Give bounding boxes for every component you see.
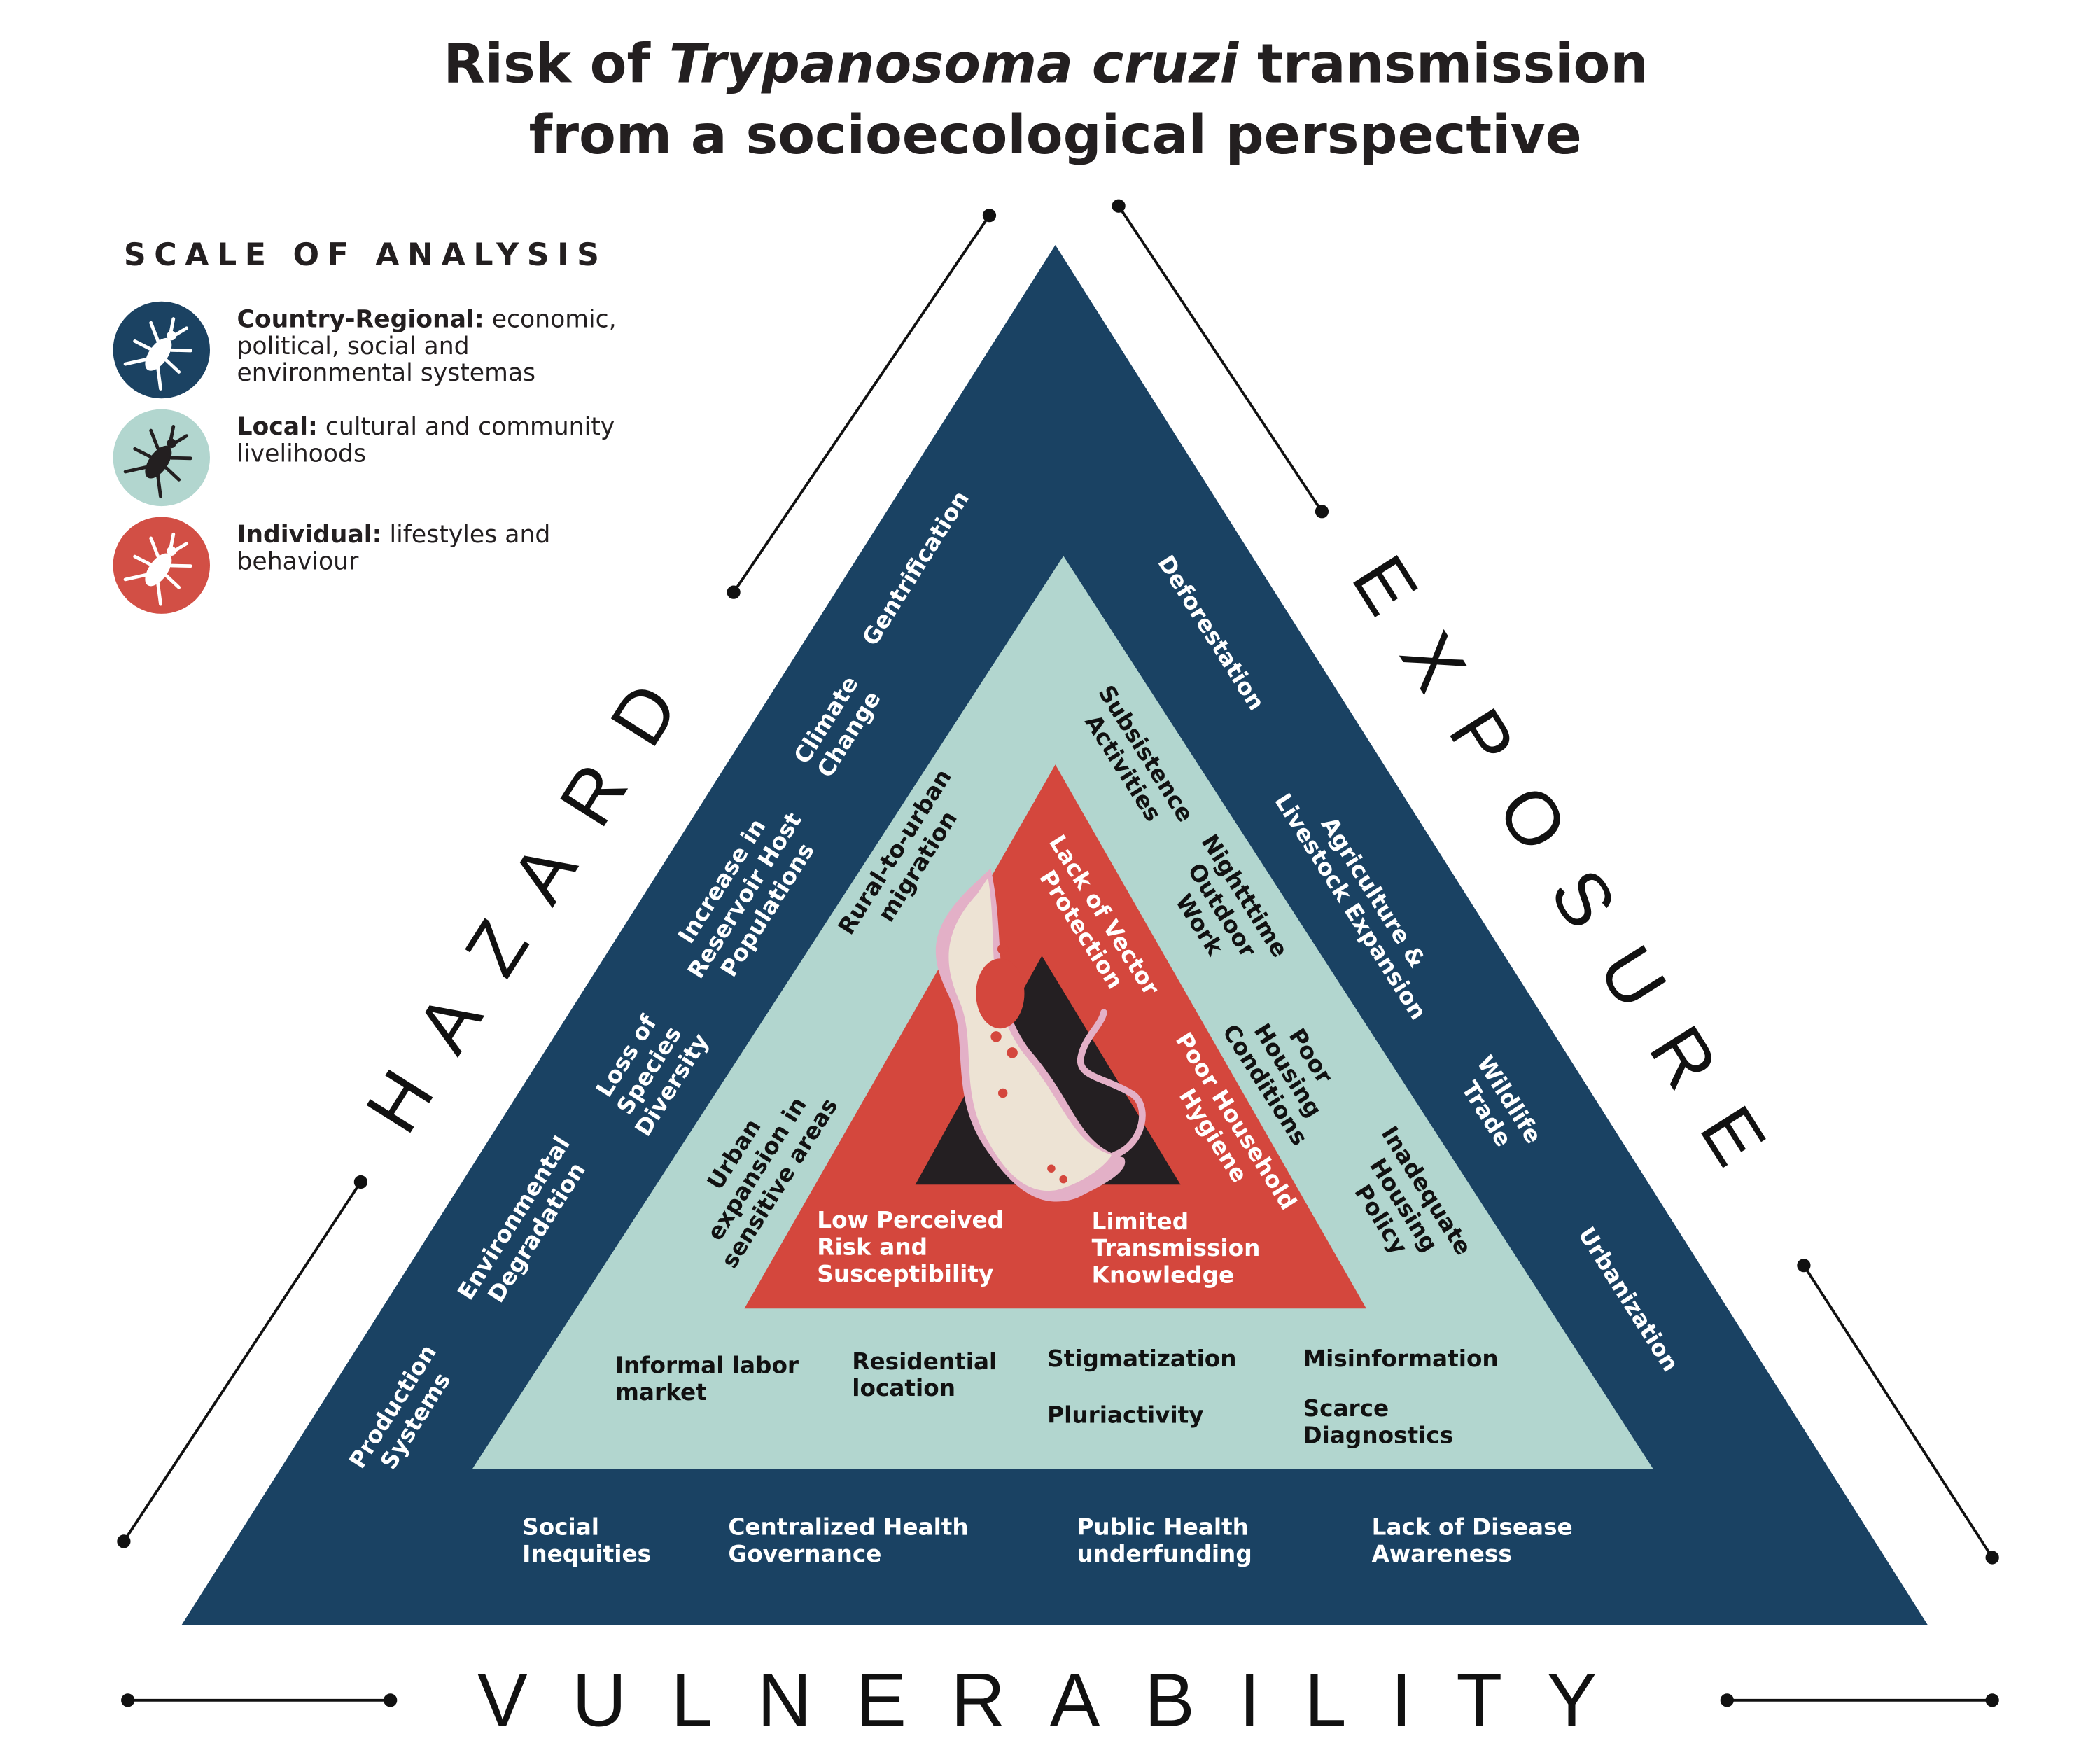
title-italic: Trypanosoma cruzi: [669, 33, 1240, 95]
connector-lines: [117, 199, 1999, 1707]
legend-text: Individual: lifestyles and behaviour: [237, 521, 550, 575]
factor-label-line: Risk and: [817, 1233, 927, 1260]
triatomine-bug-icon: [123, 317, 192, 391]
factor-label-line: location: [852, 1375, 955, 1401]
factor-label-line: Pluriactivity: [1047, 1402, 1203, 1429]
factor-label-line: Residential: [852, 1348, 997, 1375]
legend-description: lifestyles and: [382, 521, 551, 549]
factor-label-line: Susceptibility: [817, 1261, 993, 1287]
legend: SCALE OF ANALYSIS Country-Regional: econ…: [113, 237, 617, 614]
factor-label-line: Knowledge: [1092, 1262, 1235, 1289]
legend-text: Country-Regional: economic, political, so…: [237, 305, 616, 387]
factor-label-line: Social: [522, 1513, 599, 1540]
factor-label-line: Governance: [728, 1541, 881, 1567]
factor-label-line: Centralized Health: [728, 1513, 968, 1540]
triatomine-bug-icon: [123, 425, 192, 498]
legend-description: cultural and community: [318, 413, 615, 441]
factor-label-line: Awareness: [1372, 1541, 1512, 1567]
legend-description: environmental systemas: [237, 359, 536, 387]
title-pre: Risk of: [443, 33, 668, 95]
legend-description: behaviour: [237, 547, 359, 575]
factor-label-stigma: Stigmatization: [1047, 1345, 1236, 1372]
factor-label-line: Transmission: [1092, 1235, 1261, 1261]
legend-description: political, social and: [237, 332, 469, 360]
factor-label-line: Diagnostics: [1303, 1422, 1454, 1449]
legend-heading: SCALE OF ANALYSIS: [124, 237, 608, 273]
factor-label-misinfo: Misinformation: [1303, 1345, 1499, 1372]
vulnerability-label: VULNERABILITY: [477, 1658, 1642, 1742]
title-line-1: Risk of Trypanosoma cruzi transmission: [443, 33, 1648, 95]
factor-label-line: Lack of Disease: [1372, 1513, 1573, 1540]
factor-label-line: Public Health: [1077, 1513, 1248, 1540]
legend-description: livelihoods: [237, 440, 366, 468]
legend-item: Individual: lifestyles and behaviour: [113, 517, 550, 614]
factor-label-line: Scarce: [1303, 1395, 1390, 1422]
factor-label-pluri: Pluriactivity: [1047, 1402, 1203, 1429]
legend-description: economic,: [484, 305, 617, 333]
trypanosoma-parasite-icon: [935, 868, 1146, 1202]
factor-label-line: Stigmatization: [1047, 1345, 1236, 1372]
triatomine-bug-icon: [123, 532, 192, 606]
factor-label-line: underfunding: [1077, 1541, 1252, 1567]
title-line-2: from a socioecological perspective: [529, 104, 1582, 167]
factor-label-line: Low Perceived: [817, 1207, 1004, 1233]
legend-level: Individual:: [237, 521, 382, 549]
factor-label-line: Inequities: [522, 1541, 651, 1567]
factor-label-line: Limited: [1092, 1208, 1189, 1235]
factor-label-line: market: [615, 1379, 707, 1406]
title-post: transmission: [1238, 33, 1648, 95]
legend-item: Country-Regional: economic, political, so…: [113, 301, 617, 399]
legend-level: Local:: [237, 413, 317, 441]
factor-label-line: Misinformation: [1303, 1345, 1499, 1372]
legend-level: Country-Regional:: [237, 305, 484, 333]
factor-label-line: Informal labor: [615, 1352, 799, 1379]
